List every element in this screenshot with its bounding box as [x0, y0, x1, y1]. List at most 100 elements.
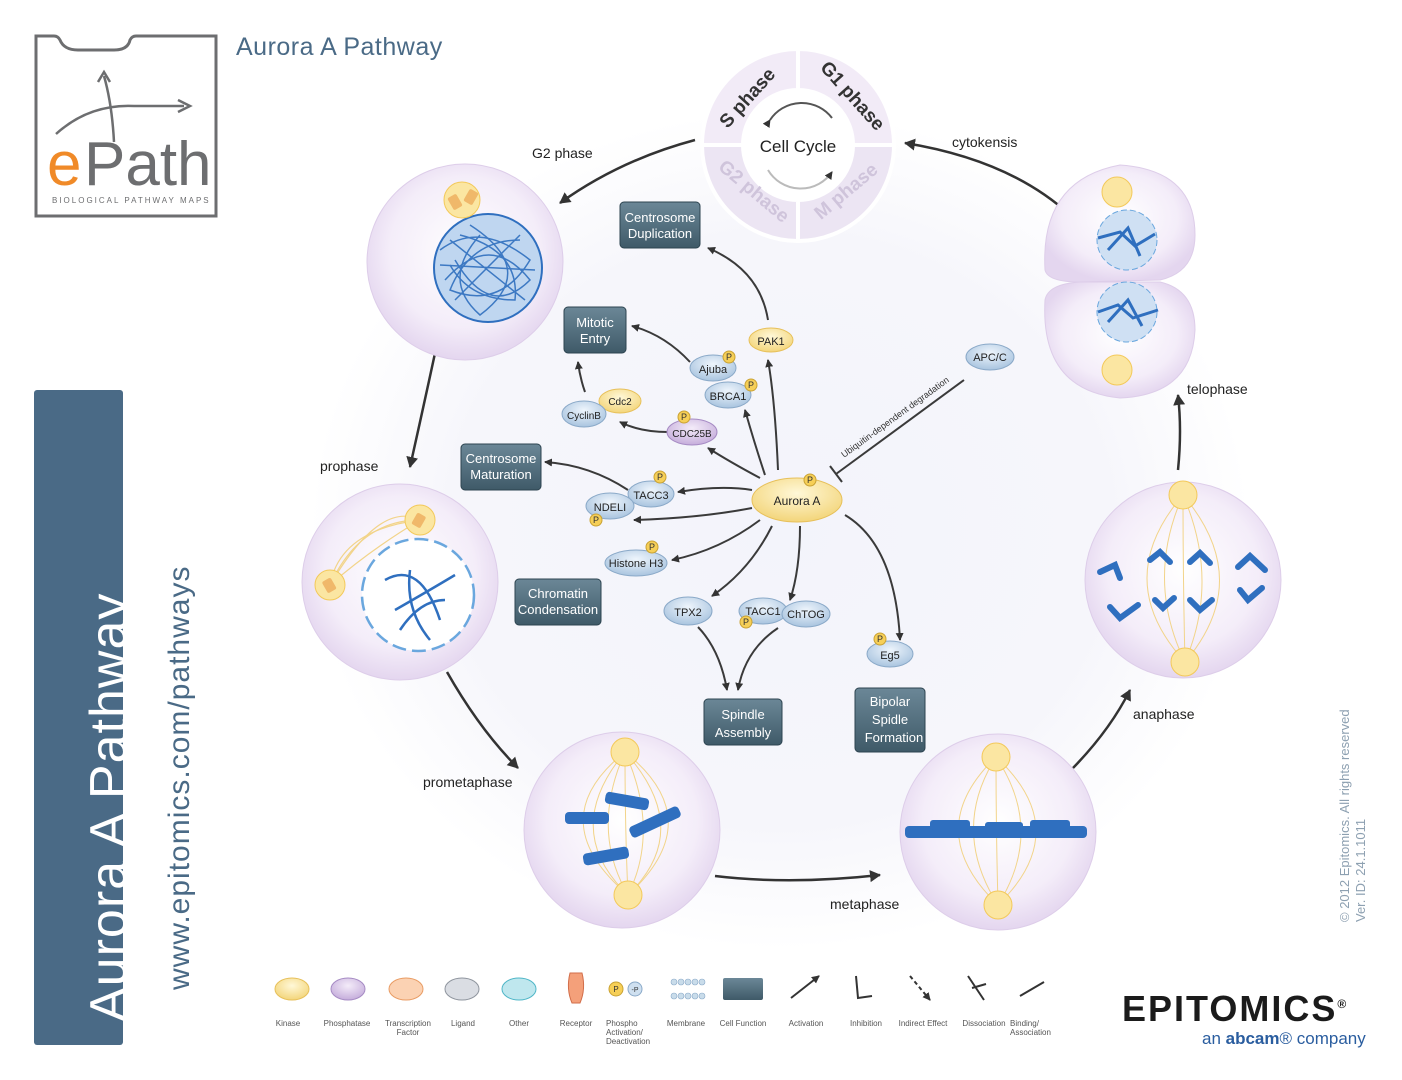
node-ndeli[interactable]: NDELI: [585, 492, 635, 520]
node-histone-h3[interactable]: Histone H3: [604, 549, 668, 577]
mitotic-entry-line2: Entry: [580, 331, 611, 346]
tacc1-label: TACC1: [745, 606, 780, 618]
node-cdc25b[interactable]: CDC25B: [666, 418, 718, 446]
metaphase-label: metaphase: [830, 896, 899, 912]
node-apcc[interactable]: APC/C: [965, 343, 1015, 371]
function-centrosome-duplication[interactable]: Centrosome Duplication: [619, 201, 701, 249]
legend-dephospho-p: -P: [632, 987, 639, 994]
phospho-histone-h3: P: [645, 540, 659, 554]
spindle-assembly-line1: Spindle: [721, 707, 764, 722]
legend-membrane-label: Membrane: [666, 1019, 706, 1028]
legend-ligand-swatch: [444, 977, 480, 1001]
node-tacc3[interactable]: TACC3: [627, 480, 675, 508]
epitomics-wordmark: EPITOMICS: [1122, 988, 1338, 1029]
function-mitotic-entry[interactable]: Mitotic Entry: [563, 306, 627, 354]
cell-prometaphase: [523, 731, 721, 929]
svg-text:P: P: [593, 515, 599, 525]
legend-ligand-label: Ligand: [450, 1019, 476, 1028]
legend-indirect-label: Indirect Effect: [898, 1019, 948, 1028]
svg-text:P: P: [743, 617, 749, 627]
centrosome-duplication-line2: Duplication: [628, 226, 692, 241]
page-title: Aurora A Pathway: [236, 33, 443, 61]
prometaphase-label: prometaphase: [423, 774, 513, 790]
phospho-cdc25b: P: [677, 410, 691, 424]
legend-activation-label: Activation: [788, 1019, 824, 1028]
logo-e-letter: e: [47, 130, 82, 199]
bipolar-spindle-line2: Spidle: [872, 712, 908, 727]
histone-h3-label: Histone H3: [609, 558, 663, 570]
node-cyclinb[interactable]: CyclinB: [561, 400, 607, 428]
legend-kinase-swatch: [274, 977, 310, 1001]
spindle-assembly-line2: Assembly: [715, 725, 772, 740]
ndeli-label: NDELI: [594, 502, 626, 514]
node-chtog[interactable]: ChTOG: [781, 600, 831, 628]
legend-receptor-swatch: [567, 972, 585, 1004]
cell-anaphase: [1084, 480, 1282, 679]
legend: P -P: [274, 972, 1045, 1004]
node-cdc2[interactable]: Cdc2: [598, 388, 642, 414]
node-tacc1[interactable]: TACC1: [738, 597, 788, 625]
eg5-label: Eg5: [880, 650, 900, 662]
logo-path-word: Path: [84, 130, 212, 199]
chromatin-condensation-line2: Condensation: [518, 602, 598, 617]
ajuba-label: Ajuba: [699, 364, 728, 376]
legend-dissociation-swatch: [967, 975, 987, 1001]
legend-phosphatase-swatch: [330, 977, 366, 1001]
node-eg5[interactable]: Eg5: [866, 640, 914, 668]
legend-transcription-swatch: [388, 977, 424, 1001]
g2-phase-label: G2 phase: [532, 145, 593, 161]
cdc2-label: Cdc2: [608, 397, 632, 408]
legend-dissociation-label: Dissociation: [962, 1019, 1006, 1028]
legend-receptor-label: Receptor: [559, 1019, 593, 1028]
centrosome-duplication-line1: Centrosome: [625, 210, 696, 225]
function-spindle-assembly[interactable]: Spindle Assembly: [703, 698, 783, 746]
svg-text:P: P: [748, 380, 754, 390]
abcam-post: ® company: [1279, 1029, 1366, 1048]
legend-indirect-swatch: [909, 975, 931, 1001]
node-pak1[interactable]: PAK1: [748, 327, 794, 353]
svg-text:P: P: [681, 412, 687, 422]
svg-text:P: P: [877, 634, 883, 644]
legend-inhibition-label: Inhibition: [849, 1019, 883, 1028]
svg-text:P: P: [649, 542, 655, 552]
phospho-tacc1: P: [739, 615, 753, 629]
anaphase-label: anaphase: [1133, 706, 1195, 722]
legend-other-label: Other: [508, 1019, 529, 1028]
legend-binding-label: Binding/ Association: [1010, 1019, 1051, 1037]
epath-logo: [34, 34, 218, 218]
cell-cycle-wheel: Cell Cycle S phase G1 phase G2 phase M p…: [699, 46, 897, 244]
pak1-label: PAK1: [757, 336, 784, 348]
tacc3-label: TACC3: [633, 490, 668, 502]
phospho-badges: P P P P P P P P P: [589, 350, 887, 646]
centrosome-maturation-line1: Centrosome: [466, 451, 537, 466]
legend-dephospho-swatch: [627, 981, 643, 997]
legend-phospho-p: P: [613, 985, 618, 994]
node-aurora-a[interactable]: Aurora A: [751, 477, 843, 523]
apcc-label: APC/C: [973, 352, 1007, 364]
legend-activation-swatch: [790, 975, 820, 999]
abcam-pre: an: [1202, 1029, 1226, 1048]
phospho-aurora-a: P: [803, 473, 817, 487]
legend-transcription-label: Transcription Factor: [385, 1019, 431, 1037]
mitotic-entry-line1: Mitotic: [576, 315, 614, 330]
function-chromatin-condensation[interactable]: Chromatin Condensation: [514, 578, 602, 626]
tpx2-label: TPX2: [674, 607, 702, 619]
phospho-tacc3: P: [653, 470, 667, 484]
chromatin-condensation-line1: Chromatin: [528, 586, 588, 601]
function-bipolar-spindle[interactable]: Bipolar Spidle Formation: [854, 687, 926, 753]
node-brca1[interactable]: BRCA1: [704, 381, 752, 409]
function-centrosome-maturation[interactable]: Centrosome Maturation: [460, 443, 542, 491]
legend-membrane-swatch: [670, 978, 706, 1000]
node-tpx2[interactable]: TPX2: [663, 596, 713, 626]
legend-phospho-label: Phospho Activation/ Deactivation: [606, 1019, 651, 1046]
cell-prophase: [301, 483, 499, 681]
legend-other-swatch: [501, 977, 537, 1001]
legend-phospho-swatch: [608, 981, 624, 997]
phospho-ndeli: P: [589, 513, 603, 527]
telophase-label: telophase: [1187, 381, 1248, 397]
cell-metaphase: [899, 733, 1097, 931]
svg-text:P: P: [726, 352, 732, 362]
bipolar-spindle-line1: Bipolar: [870, 694, 911, 709]
